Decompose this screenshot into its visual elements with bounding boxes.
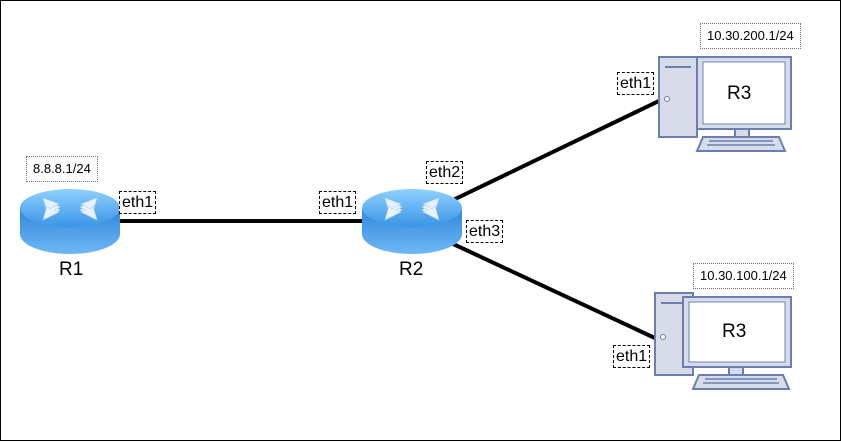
router-icon <box>20 189 120 254</box>
pc-top-ip-label: 10.30.200.1/24 <box>700 23 801 49</box>
r1-name-label: R1 <box>59 259 84 280</box>
pc-top-name-label: R3 <box>727 83 752 104</box>
router-icon <box>362 189 462 254</box>
r2-eth2-label: eth2 <box>426 161 464 184</box>
computer-icon <box>654 292 792 390</box>
pc-top-eth1-label: eth1 <box>617 72 655 95</box>
r2-eth3-label: eth3 <box>466 220 504 243</box>
link-r2-pc-bottom <box>450 241 658 341</box>
r2-name-label: R2 <box>399 259 424 280</box>
r2-eth1-label: eth1 <box>319 191 357 214</box>
pc-bottom-ip-label: 10.30.100.1/24 <box>693 263 794 289</box>
pc-bottom-eth1-label: eth1 <box>613 345 651 368</box>
computer-icon <box>658 56 792 152</box>
link-r2-pc-top <box>450 97 664 203</box>
pc-bottom-name-label: R3 <box>722 321 747 342</box>
r1-eth1-label: eth1 <box>119 191 157 214</box>
r1-ip-label: 8.8.8.1/24 <box>26 156 98 182</box>
